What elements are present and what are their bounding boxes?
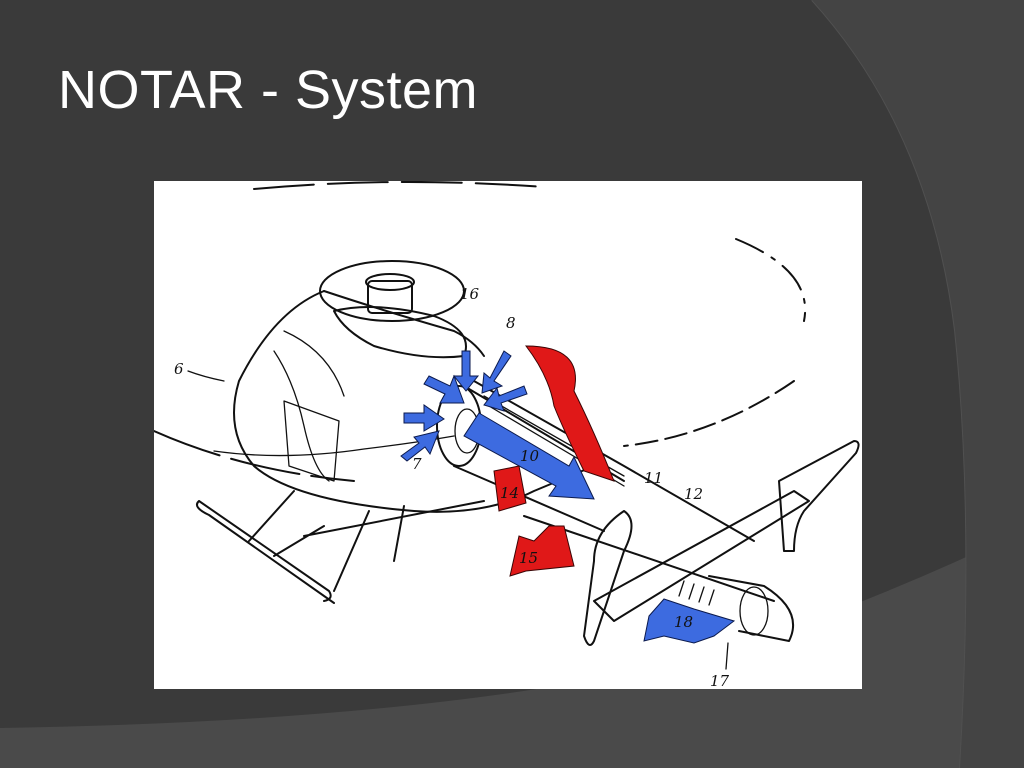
thruster-cone	[708, 575, 794, 642]
label-fan-intake: 7	[412, 455, 422, 473]
leader-fuselage	[187, 370, 225, 382]
intake-arrow-2	[452, 350, 480, 392]
leader-thruster	[725, 642, 729, 670]
right-vertical-fin	[778, 440, 860, 552]
horizontal-stabilizer	[593, 490, 810, 622]
windshield	[273, 330, 345, 482]
notar-diagram: 6 7 8 16 10 11 12 15 14 18 17	[154, 181, 862, 689]
label-intake-arrows: 8	[506, 314, 516, 332]
rotor-hub-disc	[319, 260, 465, 322]
left-vertical-fin	[583, 510, 633, 646]
fan-flow-arrow	[463, 412, 595, 500]
intake-arrow-5	[403, 404, 445, 432]
label-fan-flow: 10	[520, 447, 540, 465]
rotor-hub-cap	[365, 273, 415, 291]
label-thruster: 17	[710, 672, 730, 689]
label-tail-boom: 12	[684, 485, 703, 503]
door-window	[283, 400, 340, 482]
intake-arrow-1	[423, 374, 465, 404]
intake-arrow-4	[483, 385, 528, 412]
exhaust-arrow-15	[509, 525, 575, 577]
thruster-flow-arrow	[643, 598, 736, 644]
rotor-disc-rear	[623, 380, 795, 447]
skid-front	[196, 500, 335, 604]
rotor-disc-top	[253, 181, 545, 190]
skid-struts	[248, 490, 405, 592]
slide-title: NOTAR - System	[58, 60, 479, 120]
tail-boom-upper	[473, 380, 755, 542]
downwash-arrow	[524, 345, 615, 482]
rotor-disc-right	[735, 238, 807, 322]
label-slotted-boom: 11	[644, 469, 663, 487]
background-curve	[0, 530, 1024, 768]
label-thruster-flow: 18	[674, 613, 693, 631]
rotor-disc-front	[154, 430, 355, 482]
label-main-rotor: 16	[460, 285, 480, 303]
fuselage-outline	[233, 290, 595, 513]
intake-arrow-6	[400, 430, 440, 462]
intake-arrow-3	[481, 350, 512, 394]
notar-drawing: 6 7 8 16 10 11 12 15 14 18 17	[154, 181, 860, 689]
exhaust-arrow-14	[493, 465, 527, 512]
label-fuselage: 6	[174, 360, 184, 378]
label-exhaust-flow: 15	[519, 549, 538, 567]
tail-boom-lower	[523, 515, 775, 602]
thruster-louvers	[678, 580, 715, 606]
thruster-nozzle	[739, 586, 769, 636]
label-exhaust-small: 14	[500, 484, 519, 502]
background-right-panel	[812, 0, 1024, 768]
cabin-roof	[323, 290, 485, 357]
skid-rear	[273, 500, 485, 557]
rotor-mast	[367, 280, 413, 314]
